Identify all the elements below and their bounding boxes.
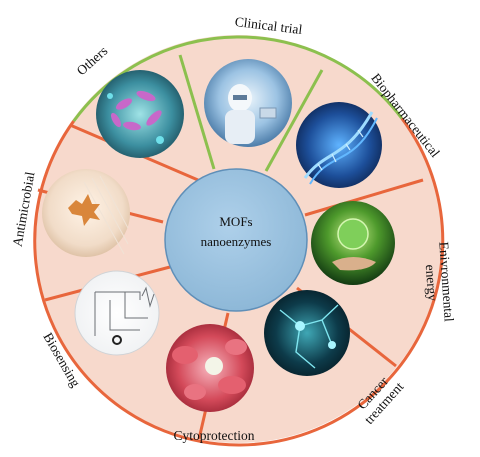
divider-biopharma-environment [304,178,424,217]
cancer-treatment-image [264,290,350,376]
segment-label-others: Others [74,43,111,78]
others-image [96,70,184,158]
center-circle [164,168,308,312]
segment-label-line: energy [423,264,441,302]
biopharmaceutical-image [296,102,382,188]
cytoprotection-image [166,324,254,412]
clinical-trial-image [204,59,292,147]
center-title-line1: MOFs [219,214,252,229]
segment-label-environmental-energy: Enivronmentalenergy [421,241,457,323]
ring-border-orange [33,117,445,447]
segment-label-line: Cytoprotection [174,428,255,443]
divider-clinical-biopharma [264,69,324,172]
segment-label-line: Others [74,43,111,78]
environmental-energy-image [311,201,395,285]
segment-label-cytoprotection: Cytoprotection [174,428,255,443]
divider-others-clinical [178,54,216,170]
biosensing-image [74,270,160,356]
segment-label-line: Enivronmental [436,241,457,322]
center-title-line2: nanoenzymes [201,234,272,249]
segment-label-line: Clinical trial [234,14,303,37]
segment-label-clinical-trial: Clinical trial [234,14,303,37]
antimicrobial-image [42,169,130,257]
